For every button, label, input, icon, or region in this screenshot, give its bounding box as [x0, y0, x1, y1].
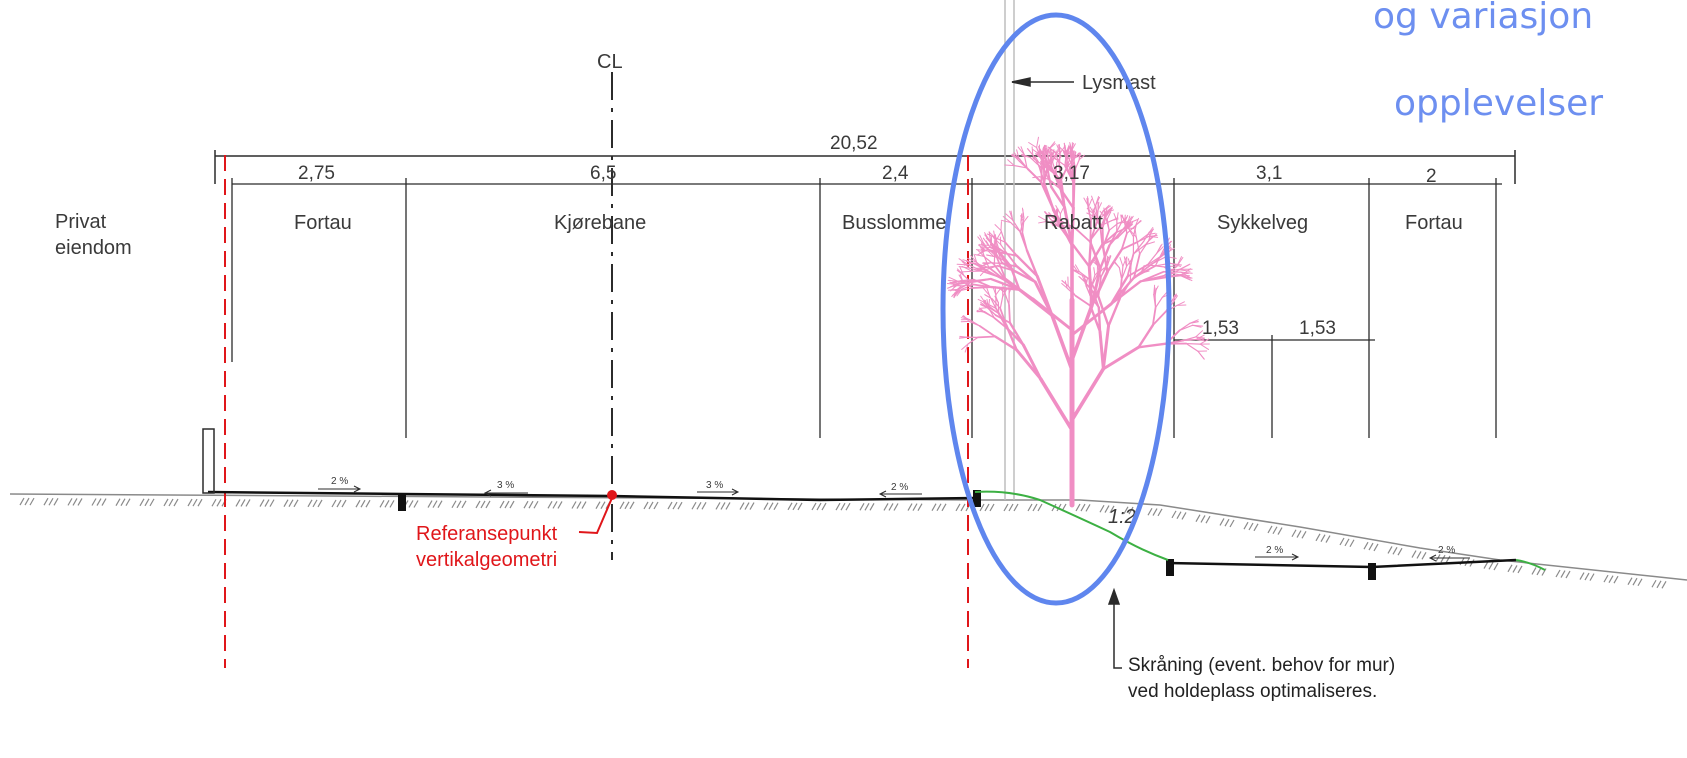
slope-label: 2 %	[331, 476, 348, 487]
slope-label: 2 %	[1266, 545, 1283, 556]
curb	[1368, 563, 1376, 580]
dimension-sykkelveg: 3,1	[1256, 163, 1282, 184]
property-wall	[202, 428, 215, 494]
slope-label: 3 %	[706, 480, 723, 491]
slope-label: 2 %	[891, 482, 908, 493]
reference-point-label-line2: vertikalgeometri	[416, 549, 557, 571]
highlight-ellipse	[940, 12, 1172, 606]
centerline-label: CL	[597, 51, 623, 73]
dimension-fortau-left: 2,75	[298, 163, 335, 184]
embankment-slope-right	[1515, 559, 1546, 571]
zone-sykkelveg: Sykkelveg	[1217, 212, 1308, 234]
zone-busslomme: Busslomme	[842, 212, 946, 234]
zone-fortau-right: Fortau	[1405, 212, 1463, 234]
zone-kjorebane: Kjørebane	[554, 212, 646, 234]
curb	[973, 490, 981, 507]
embankment-slope	[974, 490, 1169, 561]
dimension-fortau-right: 2	[1426, 166, 1437, 187]
terrain	[9, 493, 1687, 589]
dimension-rabatt: 3,17	[1053, 163, 1090, 184]
curb	[398, 494, 406, 511]
sub-dimension-left: 1,53	[1202, 318, 1239, 339]
overlay-text-line2: opplevelser	[1394, 83, 1603, 124]
slope-label: 3 %	[497, 480, 514, 491]
zone-fortau-left: Fortau	[294, 212, 352, 234]
dimension-busslomme: 2,4	[882, 163, 909, 184]
reference-point-leader	[578, 497, 613, 535]
dimension-kjorebane: 6,5	[590, 163, 616, 184]
zone-private-line2: eiendom	[55, 237, 132, 259]
reference-point-marker	[607, 490, 617, 500]
curb	[1166, 559, 1174, 576]
note-line1: Skråning (event. behov for mur)	[1128, 655, 1395, 676]
total-width-label: 20,52	[830, 133, 878, 154]
reference-point-label-line1: Referansepunkt	[416, 523, 558, 545]
lightpole-label: Lysmast	[1082, 72, 1156, 94]
embankment-ratio-label: 1:2	[1108, 506, 1136, 528]
total-dimension-line	[214, 150, 1516, 184]
note-line2: ved holdeplass optimaliseres.	[1128, 681, 1377, 702]
slope-indicators	[318, 485, 1470, 562]
zone-private-line1: Privat	[55, 211, 107, 233]
lightpole-leader	[1011, 77, 1074, 87]
note-leader	[1107, 587, 1122, 669]
slope-label: 2 %	[1438, 545, 1455, 556]
tree	[946, 136, 1210, 508]
sub-dimension-right: 1,53	[1299, 318, 1336, 339]
zone-rabatt: Rabatt	[1044, 212, 1103, 234]
overlay-text-line1: og variasjon	[1373, 0, 1593, 37]
